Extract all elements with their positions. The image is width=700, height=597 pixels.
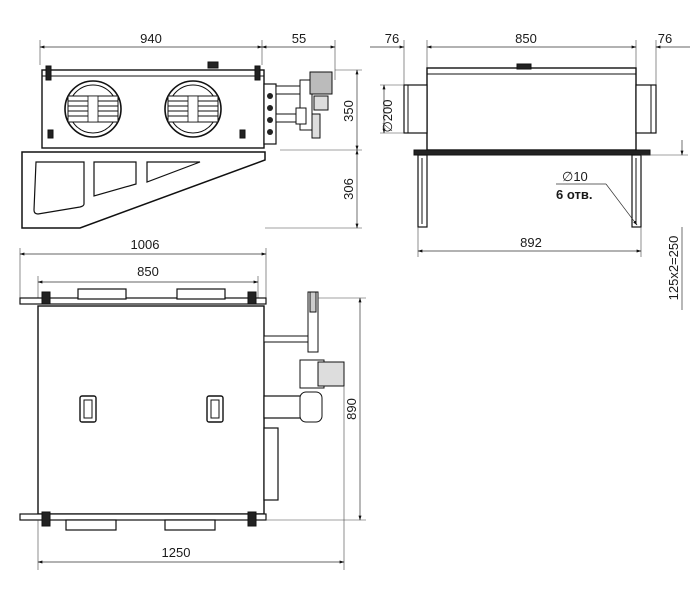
valve-assembly-front [275,71,333,139]
dim-306: 306 [341,178,356,200]
spigot-right [635,84,657,134]
front-view: 940 55 [21,31,362,229]
dim-850-side: 850 [515,31,537,46]
dim-1250: 1250 [162,545,191,560]
dim-890: 890 [344,398,359,420]
spigot-left [403,84,428,134]
dim-940: 940 [140,31,162,46]
dim-1006: 1006 [131,237,160,252]
dim-diameter-10: ∅10 [562,169,588,184]
dim-125x2: 125x2=250 [666,236,681,301]
dim-76-right: 76 [658,31,672,46]
unit-body-top [37,305,265,515]
dim-850-top: 850 [137,264,159,279]
wall-bracket [21,151,266,229]
valve-assembly-top [263,291,345,501]
fan-right [164,80,222,138]
dim-diameter-200: ∅200 [380,99,395,132]
side-view: 76 850 76 ∅200 ∅10 6 отв. 892 [370,31,690,310]
dim-76-left: 76 [385,31,399,46]
dim-55: 55 [292,31,306,46]
fan-left [64,80,122,138]
top-view: 1006 850 [19,237,366,570]
holes-count: 6 отв. [556,187,592,202]
unit-body-side [426,67,637,151]
dim-892: 892 [520,235,542,250]
dim-350: 350 [341,100,356,122]
